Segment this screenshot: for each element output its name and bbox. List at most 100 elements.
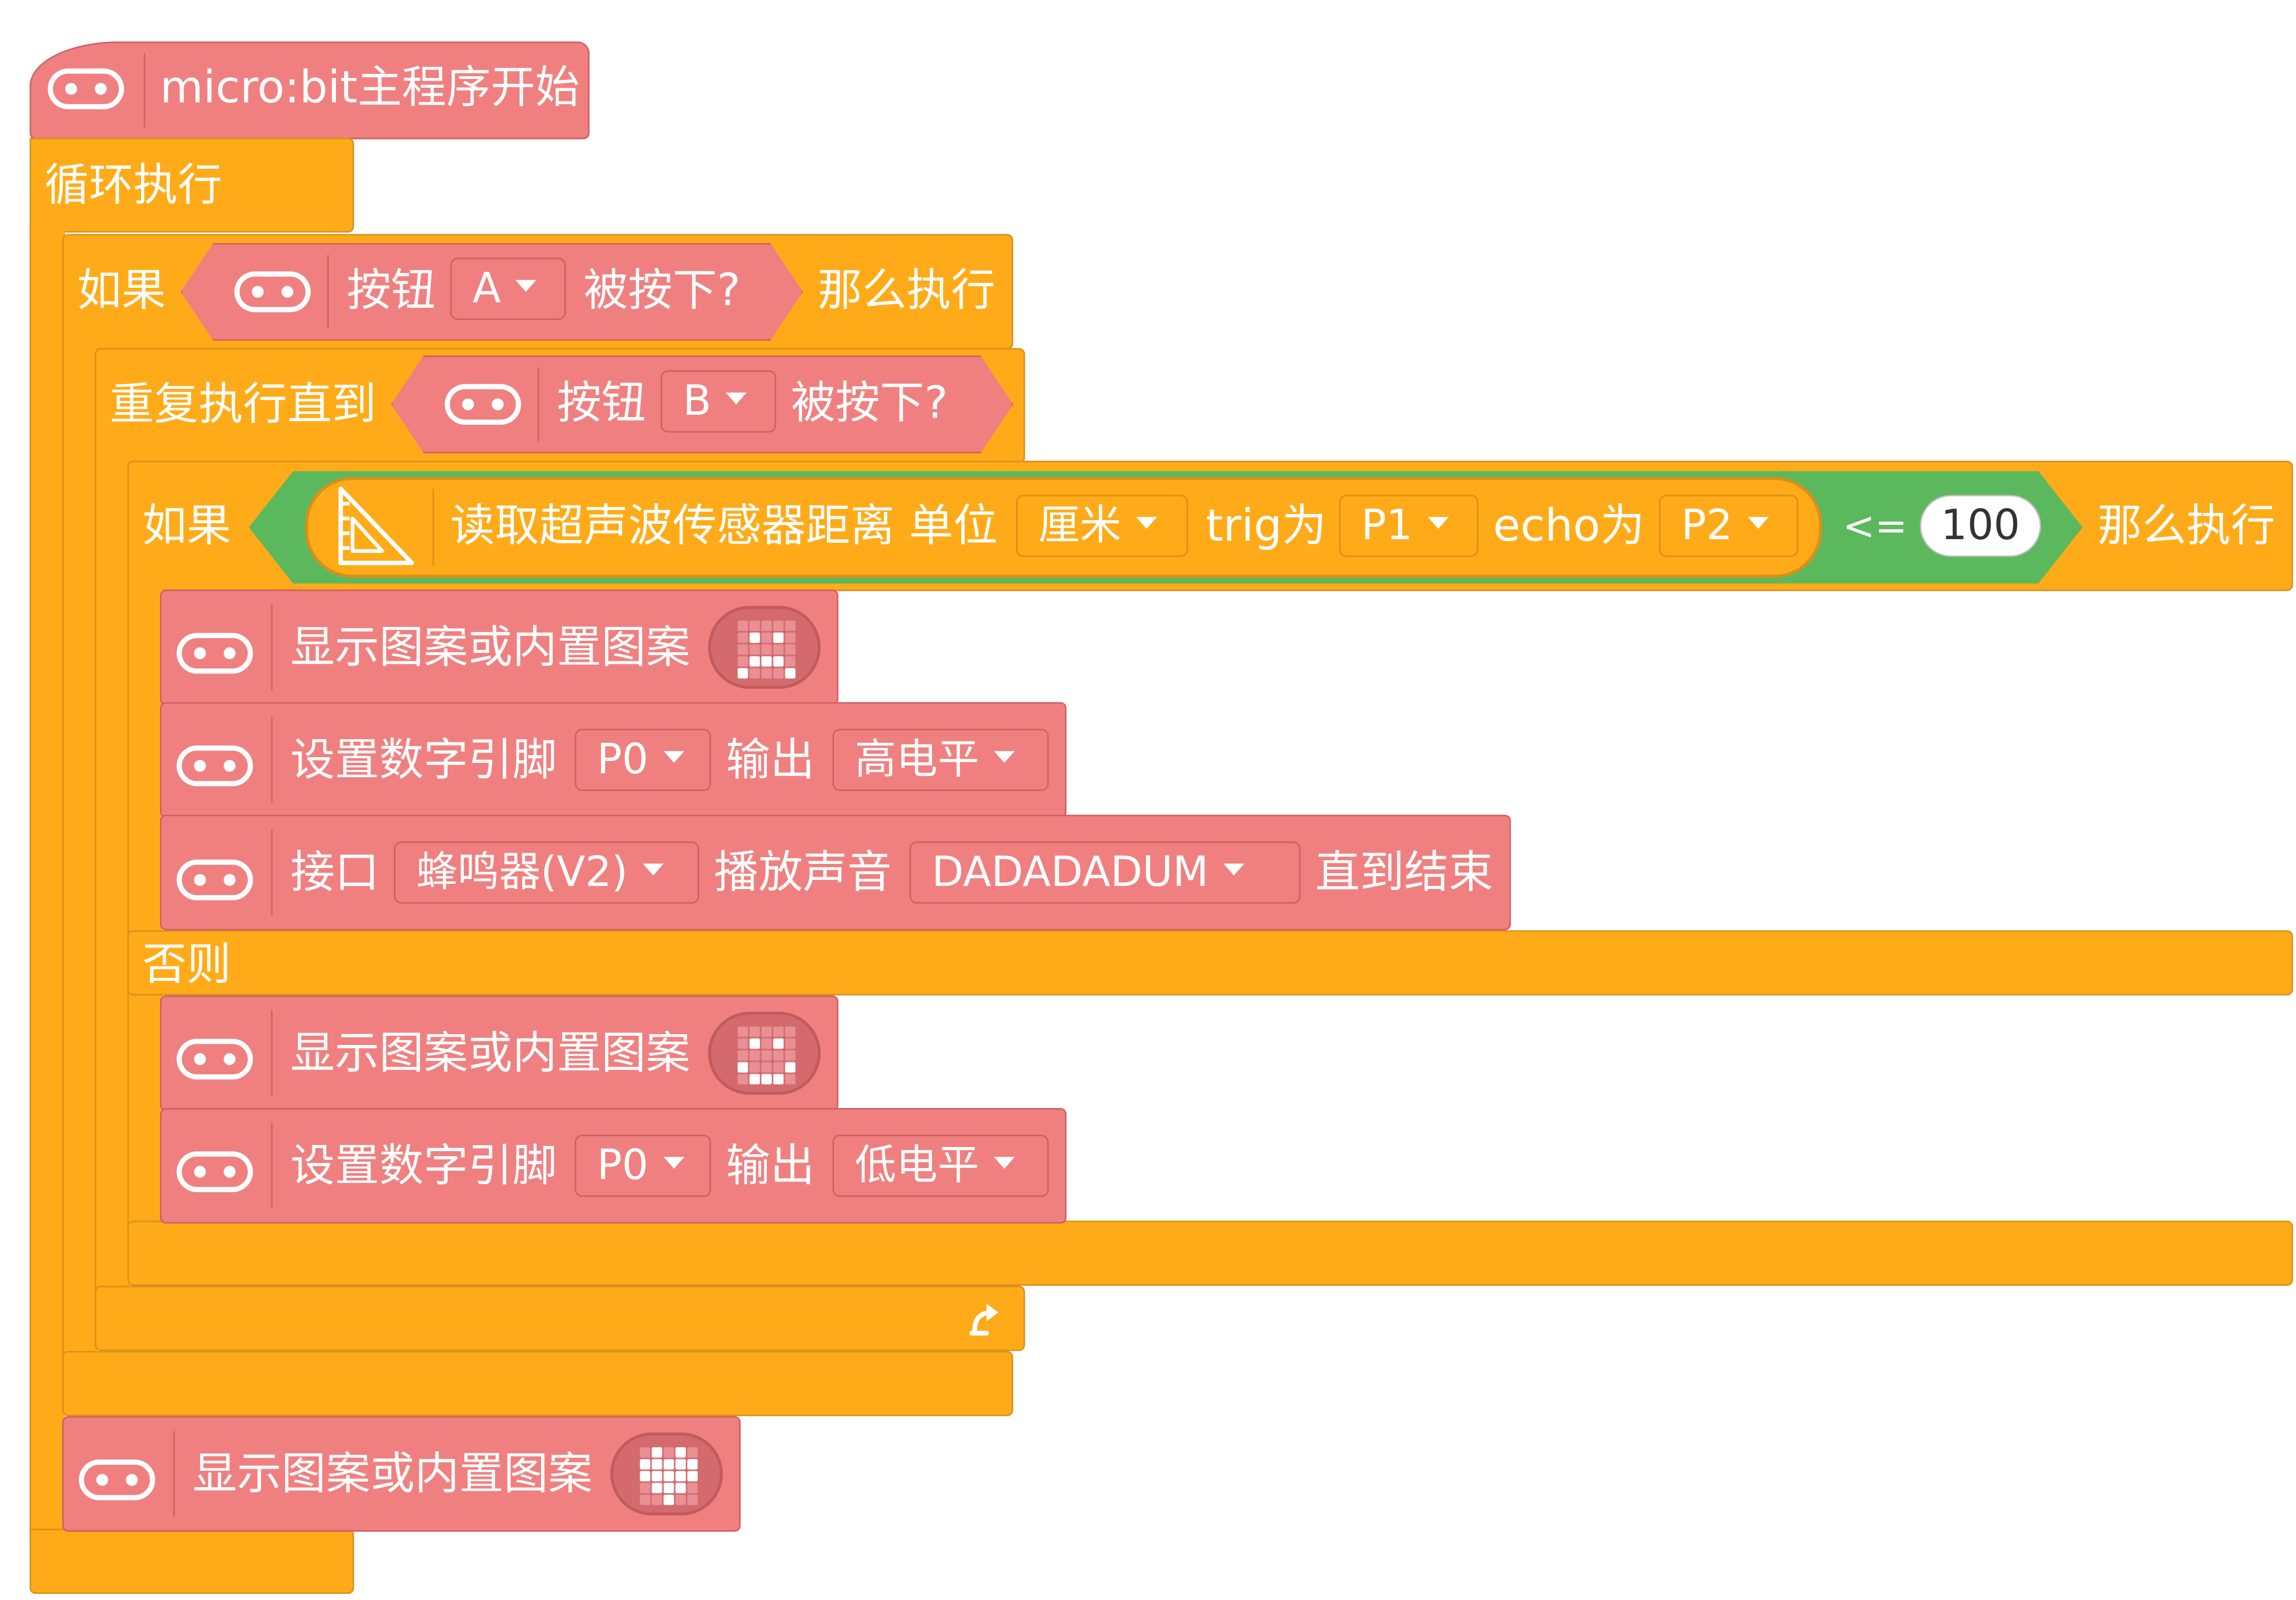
led-off (761, 1050, 772, 1061)
led-grid (738, 1026, 796, 1084)
led-off (761, 1062, 772, 1073)
microbit-icon (445, 384, 521, 425)
forever-loop-arm (29, 222, 66, 1541)
if-sonar-arm (127, 580, 163, 1236)
dropdown-value: P0 (597, 1140, 648, 1190)
if-label: 如果 (142, 501, 231, 553)
play-sound-label: 播放声音 (714, 847, 892, 899)
led-on (773, 656, 784, 667)
led-matrix-picker[interactable] (708, 1012, 821, 1095)
microbit-icon (234, 271, 311, 312)
led-on (675, 1459, 686, 1470)
unit-dropdown[interactable]: 厘米 (1016, 495, 1188, 557)
level-dropdown[interactable]: 低电平 (832, 1134, 1049, 1197)
dropdown-caret-icon (1223, 863, 1244, 876)
led-on (738, 668, 748, 679)
level-dropdown[interactable]: 高电平 (832, 728, 1049, 792)
dropdown-caret-icon (516, 280, 537, 292)
dropdown-caret-icon (1747, 517, 1769, 529)
led-matrix-picker[interactable] (610, 1432, 723, 1516)
set-pin-label: 设置数字引脚 (290, 1140, 557, 1193)
led-off (785, 656, 796, 667)
dropdown-value: 厘米 (1038, 501, 1122, 550)
pin-dropdown[interactable]: P0 (575, 728, 711, 792)
dropdown-value: DADADADUM (932, 847, 1209, 897)
led-grid (738, 620, 796, 679)
led-on (687, 1459, 698, 1470)
led-off (640, 1494, 650, 1505)
led-off (663, 1447, 674, 1458)
dropdown-value: P2 (1681, 501, 1733, 550)
pin-dropdown[interactable]: P0 (575, 1134, 711, 1197)
led-off (785, 1074, 796, 1084)
led-on (749, 633, 760, 643)
dropdown-caret-icon (1136, 517, 1157, 529)
led-off (738, 656, 748, 667)
led-off (738, 620, 748, 631)
dropdown-caret-icon (663, 751, 684, 763)
led-off (738, 1026, 748, 1037)
port-dropdown[interactable]: 蜂鸣器(V2) (394, 841, 699, 904)
led-on (761, 1074, 772, 1084)
dropdown-caret-icon (642, 863, 664, 876)
separator (271, 717, 273, 803)
led-off (651, 1494, 662, 1505)
repeat-until-bottom (94, 1286, 1025, 1351)
repeat-until-arm (94, 453, 131, 1298)
dropdown-caret-icon (994, 1157, 1015, 1169)
microbit-icon (48, 68, 124, 109)
separator (538, 367, 540, 442)
repeat-arrow-icon (969, 1303, 999, 1336)
led-off (773, 644, 784, 655)
led-on (687, 1471, 698, 1482)
led-on (663, 1494, 674, 1505)
led-matrix-picker[interactable] (708, 606, 821, 689)
set-pin-label: 设置数字引脚 (290, 735, 557, 787)
button-label: 按钮 (346, 265, 436, 317)
microbit-icon (176, 1151, 253, 1192)
led-on (773, 1038, 784, 1049)
operator-label[interactable]: <= (1843, 505, 1908, 550)
button-b-dropdown[interactable]: B (660, 370, 777, 433)
led-on (663, 1459, 674, 1470)
sonar-label: 读取超声波传感器距离 单位 (450, 501, 998, 553)
led-off (738, 1050, 748, 1061)
threshold-input[interactable]: 100 (1919, 495, 2042, 557)
led-off (761, 1026, 772, 1037)
led-off (749, 1062, 760, 1073)
separator (173, 1431, 175, 1517)
led-on (749, 1074, 760, 1084)
separator (144, 53, 145, 128)
show-pattern-label: 显示图案或内置图案 (290, 622, 690, 674)
forever-loop-block[interactable] (29, 137, 354, 233)
if-button-a-arm (62, 341, 98, 1363)
dropdown-value: A (472, 264, 501, 313)
led-off (785, 644, 796, 655)
echo-pin-dropdown[interactable]: P2 (1659, 495, 1798, 557)
led-on (749, 1038, 760, 1049)
led-off (749, 644, 760, 655)
led-on (663, 1471, 674, 1482)
melody-dropdown[interactable]: DADADADUM (909, 841, 1301, 904)
led-grid (640, 1447, 698, 1505)
port-label: 接口 (290, 847, 380, 899)
led-on (773, 633, 784, 643)
led-off (785, 620, 796, 631)
led-off (761, 633, 772, 643)
led-on (773, 1074, 784, 1084)
led-off (773, 1050, 784, 1061)
led-off (785, 1038, 796, 1049)
button-a-dropdown[interactable]: A (450, 258, 566, 320)
microbit-icon (176, 745, 253, 786)
microbit-icon (176, 859, 253, 900)
forever-label: 循环执行 (44, 160, 223, 212)
dropdown-value: P0 (597, 735, 648, 784)
trig-pin-dropdown[interactable]: P1 (1339, 495, 1478, 557)
else-bar (127, 930, 2293, 996)
led-off (749, 1026, 760, 1037)
led-off (785, 1050, 796, 1061)
output-label: 输出 (725, 735, 815, 787)
led-on (749, 656, 760, 667)
led-on (640, 1459, 650, 1470)
dropdown-caret-icon (1427, 517, 1449, 529)
